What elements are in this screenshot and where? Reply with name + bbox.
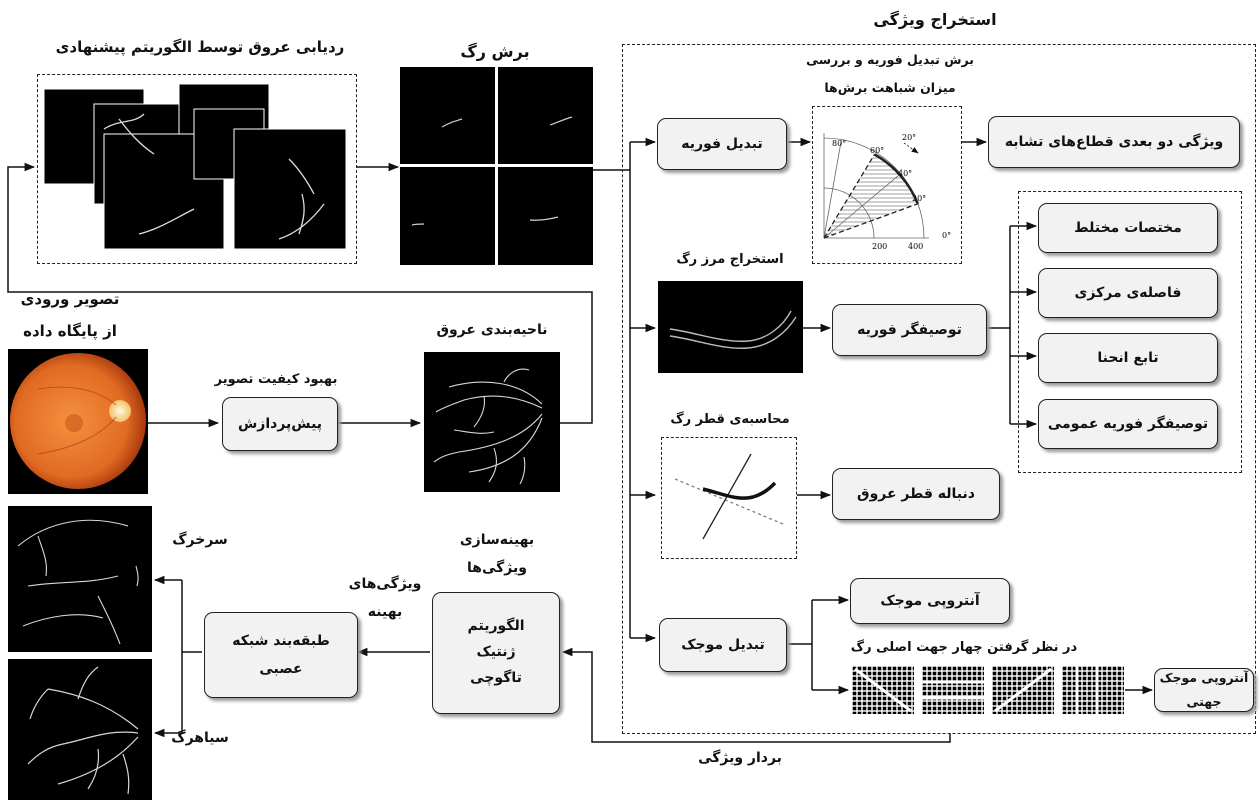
feature-extraction-frame <box>622 44 1256 734</box>
edge-extraction-label: استخراج مرز رگ <box>676 252 784 267</box>
optimal-features-label-line2: بهینه <box>367 604 403 620</box>
two-dim-feature-box: ویژگی دو بعدی قطاع‌های تشابه <box>988 116 1240 168</box>
genetic-taguchi-box: الگوریتم ژنتیک تاگوچی <box>432 592 560 714</box>
general-fourier-box: توصیفگر فوریه عمومی <box>1038 399 1218 449</box>
feature-vector-label: بردار ویژگی <box>698 750 782 766</box>
nn-line2: عصبی <box>259 661 303 677</box>
diameter-sequence-box: دنباله قطر عروق <box>832 468 1000 520</box>
arrow-feature-vector-to-ga <box>561 647 951 743</box>
polar-angle-80: 80° <box>832 139 846 148</box>
diameter-calc-label: محاسبه‌ی قطر رگ <box>670 412 790 427</box>
fourier-cut-label-line1: برش تبدیل فوریه و بررسی <box>806 52 974 67</box>
four-directions-label: در نظر گرفتن چهار جهت اصلی رگ <box>850 640 1078 655</box>
vein-label: سیاهرگ <box>171 730 229 746</box>
arrow-segmentation-to-tracking <box>7 162 593 424</box>
input-label-line1: تصویر ورودی <box>20 290 120 308</box>
preprocessing-box: پیش‌پردازش <box>222 397 338 451</box>
vein-output-image <box>8 659 152 800</box>
vessel-cut-title: برش رگ <box>460 42 530 61</box>
artery-label: سرخرگ <box>172 532 228 548</box>
wavelet-transform-box: تبدیل موجک <box>659 618 787 672</box>
ga-line3: تاگوچی <box>470 669 522 686</box>
vessel-tracking-frame <box>37 74 357 264</box>
enhancement-label: بهبود کیفیت تصویر <box>214 372 338 387</box>
vessel-edge-image <box>658 281 803 373</box>
ga-line1: الگوریتم <box>467 618 525 635</box>
polar-angle-0: 0° <box>942 231 951 240</box>
nn-line1: طبقه‌بند شبکه <box>232 633 330 649</box>
fourier-cut-label-line2: میزان شباهت برش‌ها <box>824 80 956 95</box>
polar-angle-40: 40° <box>898 169 912 178</box>
feature-extraction-title: استخراج ویژگی <box>873 10 997 29</box>
artery-output-image <box>8 506 152 652</box>
segmented-vessels-image <box>424 352 560 492</box>
optimization-label-line2: ویژگی‌ها <box>467 560 527 576</box>
wavelet-entropy-box: آنتروپی موجک <box>850 578 1010 624</box>
polar-similarity-chart: 80° 60° 40° 20° 0° 200 400 20° <box>823 133 951 251</box>
ga-line2: ژنتیک <box>476 644 516 661</box>
polar-radius-400: 400 <box>908 242 923 251</box>
retina-input-image <box>8 349 148 494</box>
centroid-distance-box: فاصله‌ی مرکزی <box>1038 268 1218 318</box>
segmentation-label: ناحیه‌بندی عروق <box>436 322 548 338</box>
polar-angle-20: 20° <box>912 194 926 203</box>
diameter-image-frame <box>661 437 797 559</box>
fourier-transform-box: تبدیل فوریه <box>657 118 787 170</box>
directional-entropy-box: آنتروپی موجک جهتی <box>1154 668 1254 712</box>
direction-filter-images <box>852 666 1124 714</box>
optimal-features-label-line1: ویژگی‌های <box>348 576 422 592</box>
vessel-tracking-images <box>44 84 347 250</box>
optimization-label-line1: بهینه‌سازی <box>459 532 535 548</box>
input-label-line2: از پایگاه داده <box>23 322 117 340</box>
complex-coords-box: مختصات مختلط <box>1038 203 1218 253</box>
diameter-image <box>674 453 784 540</box>
vessel-tracking-title: ردیابی عروق توسط الگوریتم پیشنهادی <box>55 38 345 56</box>
fourier-descriptor-box: توصیفگر فوریه <box>832 304 987 356</box>
curvature-box: تابع انحنا <box>1038 333 1218 383</box>
vessel-cut-images <box>400 67 593 265</box>
polar-step-label: 20° <box>902 133 916 142</box>
neural-classifier-box: طبقه‌بند شبکه عصبی <box>204 612 358 698</box>
polar-angle-60: 60° <box>870 146 884 155</box>
descriptor-types-frame <box>1018 191 1242 473</box>
polar-radius-200: 200 <box>872 242 887 251</box>
